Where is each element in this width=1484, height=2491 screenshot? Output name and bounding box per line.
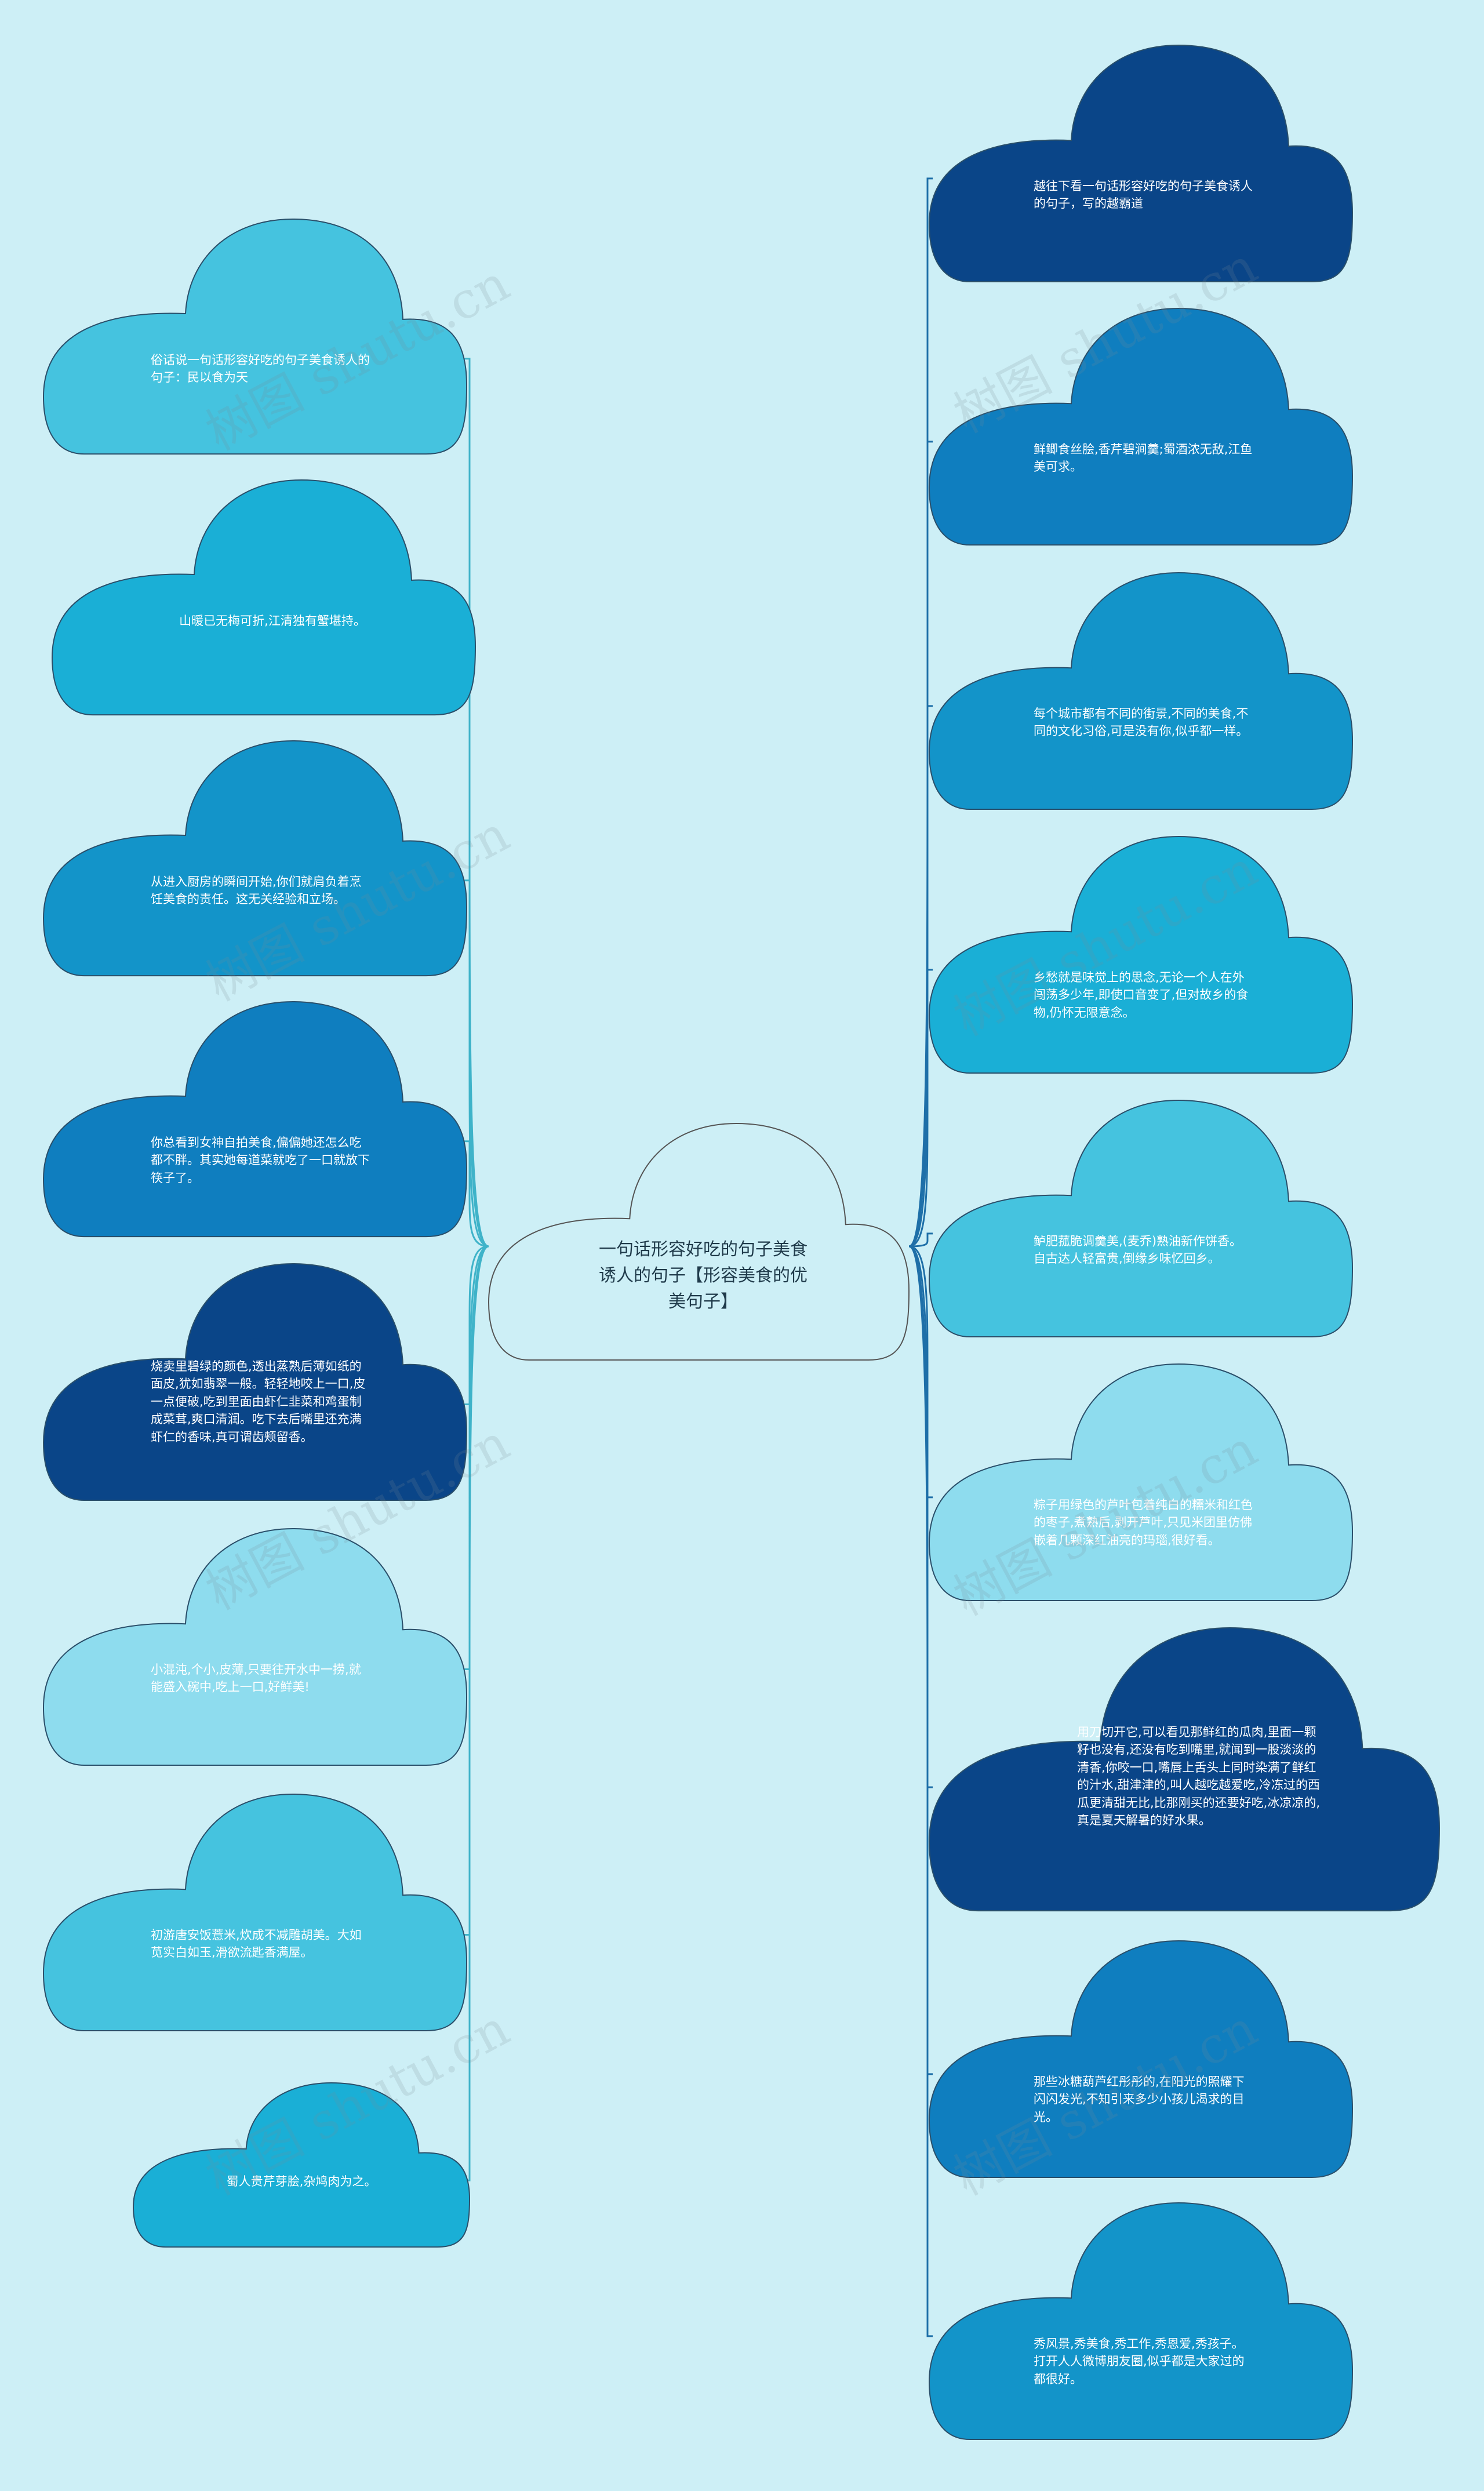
node-text: 那些冰糖葫芦红彤彤的,在阳光的照耀下闪闪发光,不知引来多少小孩儿渴求的目光。 <box>1034 2075 1245 2124</box>
cloud-outline <box>928 572 1354 810</box>
node-text: 越往下看一句话形容好吃的句子美食诱人的句子，写的越霸道 <box>1034 179 1253 211</box>
cloud-shape <box>928 1099 1354 1337</box>
left-node-6[interactable]: 小混沌,个小,皮薄,只要往开水中一捞,就能盛入碗中,吃上一口,好鲜美! <box>42 1528 468 1771</box>
node-text: 秀风景,秀美食,秀工作,秀恩爱,秀孩子。打开人人微博朋友圈,似乎都是大家过的都很… <box>1034 2337 1245 2386</box>
cloud-outline <box>42 1001 468 1238</box>
cloud-outline <box>928 1940 1354 2178</box>
cloud-outline <box>488 1122 910 1361</box>
cloud-outline <box>42 1793 468 2031</box>
left-connector-7 <box>463 1245 489 1936</box>
left-connector-6 <box>463 1245 489 1670</box>
cloud-outline <box>42 740 468 977</box>
cloud-outline <box>928 1627 1441 1912</box>
cloud-outline <box>132 2082 471 2248</box>
cloud-shape <box>51 479 477 716</box>
cloud-outline <box>928 44 1354 282</box>
cloud-shape <box>42 1793 468 2031</box>
cloud-outline <box>42 1263 468 1501</box>
cloud-outline <box>928 1363 1354 1601</box>
cloud-outline <box>51 479 477 716</box>
left-connector-5 <box>463 1245 489 1405</box>
cloud-outline <box>42 1528 468 1766</box>
node-text: 你总看到女神自拍美食,偏偏她还怎么吃都不胖。其实她每道菜就吃了一口就放下筷子了。 <box>151 1136 370 1185</box>
left-node-7[interactable]: 初游唐安饭薏米,炊成不减雕胡美。大如苋实白如玉,滑欲流匙香满屋。 <box>42 1793 468 2037</box>
left-connector-4 <box>463 1140 489 1248</box>
cloud-shape <box>928 1627 1441 1912</box>
node-text: 一句话形容好吃的句子美食诱人的句子【形容美食的优美句子】 <box>599 1239 808 1312</box>
right-node-6[interactable]: 粽子用绿色的芦叶包着纯白的糯米和红色的枣子,煮熟后,剥开芦叶,只见米团里仿佛嵌着… <box>928 1363 1354 1606</box>
node-text: 每个城市都有不同的街景,不同的美食,不同的文化习俗,可是没有你,似乎都一样。 <box>1034 707 1249 739</box>
cloud-shape <box>928 835 1354 1074</box>
cloud-shape <box>928 572 1354 810</box>
cloud-shape <box>928 1363 1354 1601</box>
left-connector-8 <box>466 1245 489 2181</box>
node-text: 山暖已无梅可折,江清独有蟹堪持。 <box>179 614 366 628</box>
central-topic[interactable]: 一句话形容好吃的句子美食诱人的句子【形容美食的优美句子】 <box>488 1122 910 1366</box>
cloud-shape <box>928 2202 1354 2440</box>
right-node-9[interactable]: 秀风景,秀美食,秀工作,秀恩爱,秀孩子。打开人人微博朋友圈,似乎都是大家过的都很… <box>928 2202 1354 2445</box>
node-text: 小混沌,个小,皮薄,只要往开水中一捞,就能盛入碗中,吃上一口,好鲜美! <box>151 1663 361 1694</box>
cloud-outline <box>928 307 1354 546</box>
node-text: 从进入厨房的瞬间开始,你们就肩负着烹饪美食的责任。这无关经验和立场。 <box>151 875 362 907</box>
left-node-4[interactable]: 你总看到女神自拍美食,偏偏她还怎么吃都不胖。其实她每道菜就吃了一口就放下筷子了。 <box>42 1001 468 1242</box>
cloud-shape <box>42 1001 468 1238</box>
right-connector-4 <box>908 969 933 1248</box>
node-text: 乡愁就是味觉上的思念,无论一个人在外闯荡多少年,即使口音变了,但对故乡的食物,仍… <box>1034 970 1249 1020</box>
left-node-8[interactable]: 蜀人贵芹芽脍,杂鸠肉为之。 <box>132 2082 471 2251</box>
cloud-shape <box>42 1528 468 1766</box>
node-text: 俗话说一句话形容好吃的句子美食诱人的句子：民以食为天 <box>151 353 370 385</box>
cloud-shape <box>488 1122 910 1361</box>
left-node-5[interactable]: 烧卖里碧绿的颜色,透出蒸熟后薄如纸的面皮,犹如翡翠一般。轻轻地咬上一口,皮一点便… <box>42 1263 468 1506</box>
right-node-4[interactable]: 乡愁就是味觉上的思念,无论一个人在外闯荡多少年,即使口音变了,但对故乡的食物,仍… <box>928 835 1354 1079</box>
node-text: 烧卖里碧绿的颜色,透出蒸熟后薄如纸的面皮,犹如翡翠一般。轻轻地咬上一口,皮一点便… <box>151 1359 366 1444</box>
cloud-shape <box>928 1940 1354 2178</box>
cloud-shape <box>42 218 468 455</box>
right-node-5[interactable]: 鲈肥菰脆调羹美,(麦乔)熟油新作饼香。自古达人轻富贵,倒缘乡味忆回乡。 <box>928 1099 1354 1343</box>
cloud-outline <box>928 835 1354 1074</box>
left-connector-3 <box>463 879 489 1248</box>
cloud-outline <box>928 1099 1354 1337</box>
right-node-8[interactable]: 那些冰糖葫芦红彤彤的,在阳光的照耀下闪闪发光,不知引来多少小孩儿渴求的目光。 <box>928 1940 1354 2183</box>
cloud-shape <box>42 740 468 977</box>
cloud-shape <box>42 1263 468 1501</box>
right-connector-5 <box>908 1232 933 1248</box>
left-node-1[interactable]: 俗话说一句话形容好吃的句子美食诱人的句子：民以食为天 <box>42 218 468 460</box>
right-connector-9 <box>908 1245 933 2337</box>
node-text: 鲜鲫食丝脍,香芹碧涧羹;蜀酒浓无敌,江鱼美可求。 <box>1034 442 1253 474</box>
node-text: 初游唐安饭薏米,炊成不减雕胡美。大如苋实白如玉,滑欲流匙香满屋。 <box>151 1928 362 1960</box>
left-node-3[interactable]: 从进入厨房的瞬间开始,你们就肩负着烹饪美食的责任。这无关经验和立场。 <box>42 740 468 981</box>
cloud-outline <box>928 2202 1354 2440</box>
node-text: 粽子用绿色的芦叶包着纯白的糯米和红色的枣子,煮熟后,剥开芦叶,只见米团里仿佛嵌着… <box>1034 1498 1253 1547</box>
left-node-2[interactable]: 山暖已无梅可折,江清独有蟹堪持。 <box>51 479 477 721</box>
right-node-7[interactable]: 用刀切开它,可以看见那鲜红的瓜肉,里面一颗籽也没有,还没有吃到嘴里,就闻到一股淡… <box>928 1627 1441 1918</box>
node-text: 鲈肥菰脆调羹美,(麦乔)熟油新作饼香。自古达人轻富贵,倒缘乡味忆回乡。 <box>1034 1234 1242 1266</box>
right-node-1[interactable]: 越往下看一句话形容好吃的句子美食诱人的句子，写的越霸道 <box>928 44 1354 288</box>
cloud-shape <box>928 307 1354 546</box>
cloud-outline <box>42 218 468 455</box>
node-text: 蜀人贵芹芽脍,杂鸠肉为之。 <box>226 2174 377 2188</box>
cloud-shape <box>928 44 1354 282</box>
cloud-shape <box>132 2082 471 2248</box>
right-node-3[interactable]: 每个城市都有不同的街景,不同的美食,不同的文化习俗,可是没有你,似乎都一样。 <box>928 572 1354 815</box>
node-text: 用刀切开它,可以看见那鲜红的瓜肉,里面一颗籽也没有,还没有吃到嘴里,就闻到一股淡… <box>1077 1725 1321 1828</box>
right-node-2[interactable]: 鲜鲫食丝脍,香芹碧涧羹;蜀酒浓无敌,江鱼美可求。 <box>928 307 1354 551</box>
